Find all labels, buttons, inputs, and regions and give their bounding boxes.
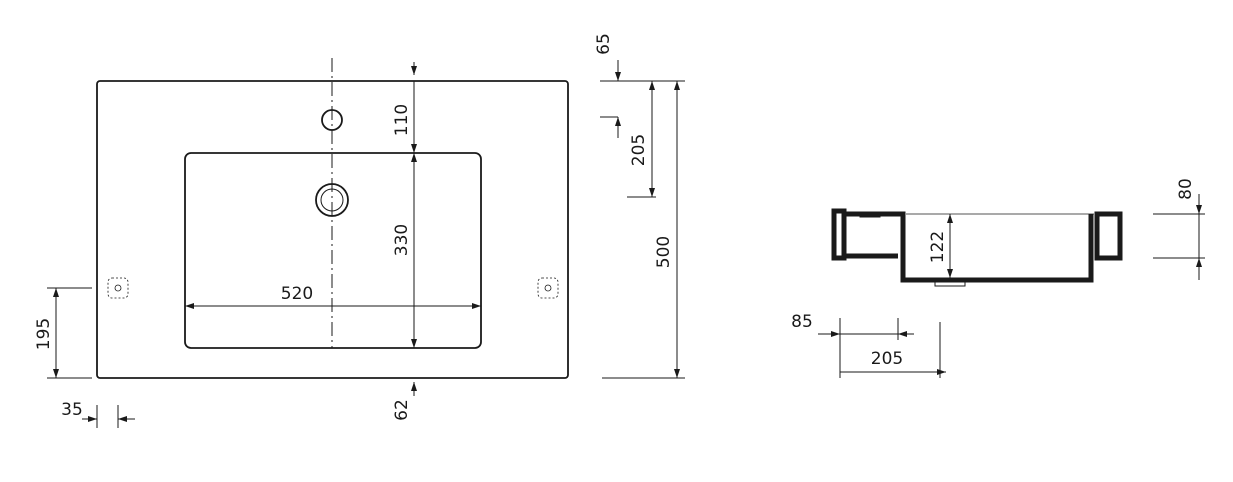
dim-65-label: 65 xyxy=(594,33,614,55)
drain-outer xyxy=(315,183,349,217)
drain-inner xyxy=(320,188,344,212)
side-drain-fitting xyxy=(934,279,966,287)
dim-500-label: 500 xyxy=(654,236,674,268)
basin-outer-outline xyxy=(96,80,569,379)
dim-205-side-label: 205 xyxy=(871,349,903,369)
side-back-panel xyxy=(1094,211,1123,261)
dim-110-label: 110 xyxy=(392,104,412,136)
side-front-lip xyxy=(831,208,847,261)
top-view: 110 330 62 520 65 205 500 195 35 xyxy=(34,33,685,428)
dim-205-top-label: 205 xyxy=(629,134,649,166)
dim-330-label: 330 xyxy=(392,224,412,256)
dim-122-label: 122 xyxy=(928,231,948,263)
side-bowl-profile xyxy=(898,211,1094,283)
dim-35-label: 35 xyxy=(61,400,83,420)
fixing-hole-right xyxy=(537,277,559,299)
fixing-hole-left xyxy=(107,277,129,299)
dim-80-label: 80 xyxy=(1176,178,1196,200)
dim-85-label: 85 xyxy=(791,312,813,332)
dim-520-label: 520 xyxy=(281,284,313,304)
dim-195-label: 195 xyxy=(34,318,54,350)
bowl-outline xyxy=(184,152,482,349)
side-view: 122 80 85 205 xyxy=(791,178,1205,378)
side-front-slot xyxy=(859,211,881,218)
tap-hole xyxy=(321,109,343,131)
dim-62-label: 62 xyxy=(392,399,412,421)
